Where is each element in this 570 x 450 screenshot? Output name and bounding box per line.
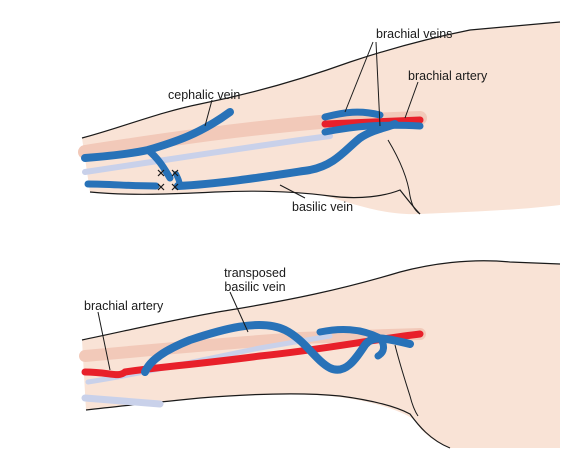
top-elbow-crease xyxy=(387,139,421,215)
label-basilic-vein: basilic vein xyxy=(292,200,354,214)
top-brachial-vein-lower xyxy=(321,121,424,136)
label-transposed-basilic-vein: transposed basilic vein xyxy=(210,266,300,294)
top-brachial-vein-upper xyxy=(321,108,384,121)
top-deep-vein xyxy=(82,133,333,175)
transposed-basilic-leader xyxy=(229,291,249,333)
cephalic-vein-leader xyxy=(204,99,213,127)
top-arm-illustration xyxy=(78,21,561,215)
brachial-veins-leader-2 xyxy=(375,41,381,127)
bottom-arm-outline-upper xyxy=(81,260,561,341)
label-brachial-artery-top: brachial artery xyxy=(408,69,488,83)
brachial-artery-leader xyxy=(404,81,419,119)
bottom-brachial-artery xyxy=(81,330,424,379)
top-ligature-marks xyxy=(157,169,179,191)
label-cephalic-vein: cephalic vein xyxy=(168,88,241,102)
bottom-muscle-band xyxy=(79,328,426,362)
bottom-brachial-vein-loop xyxy=(316,326,387,360)
top-basilic-vein xyxy=(174,120,399,190)
label-brachial-artery-bottom: brachial artery xyxy=(84,299,164,313)
label-transposed-line2: basilic vein xyxy=(224,280,286,294)
bottom-deep-vein xyxy=(81,394,164,408)
bottom-elbow-crease xyxy=(394,344,419,417)
brachial-veins-leader-1 xyxy=(344,41,374,113)
label-transposed-line1: transposed xyxy=(224,266,286,280)
bottom-transposed-basilic-vein xyxy=(141,321,414,376)
top-forearm-vein-lower xyxy=(84,180,160,190)
top-arm-outline-lower xyxy=(89,189,421,215)
top-brachial-artery xyxy=(321,116,424,128)
top-arm-outline-upper xyxy=(81,21,561,139)
top-muscle-band xyxy=(78,111,427,159)
bottom-arm-illustration xyxy=(79,260,561,449)
basilic-vein-leader xyxy=(279,184,306,199)
bottom-arm-skin xyxy=(82,260,560,448)
bottom-brachial-artery-leader xyxy=(97,311,111,371)
top-cephalic-branch xyxy=(144,146,174,182)
label-brachial-veins: brachial veins xyxy=(376,27,453,41)
